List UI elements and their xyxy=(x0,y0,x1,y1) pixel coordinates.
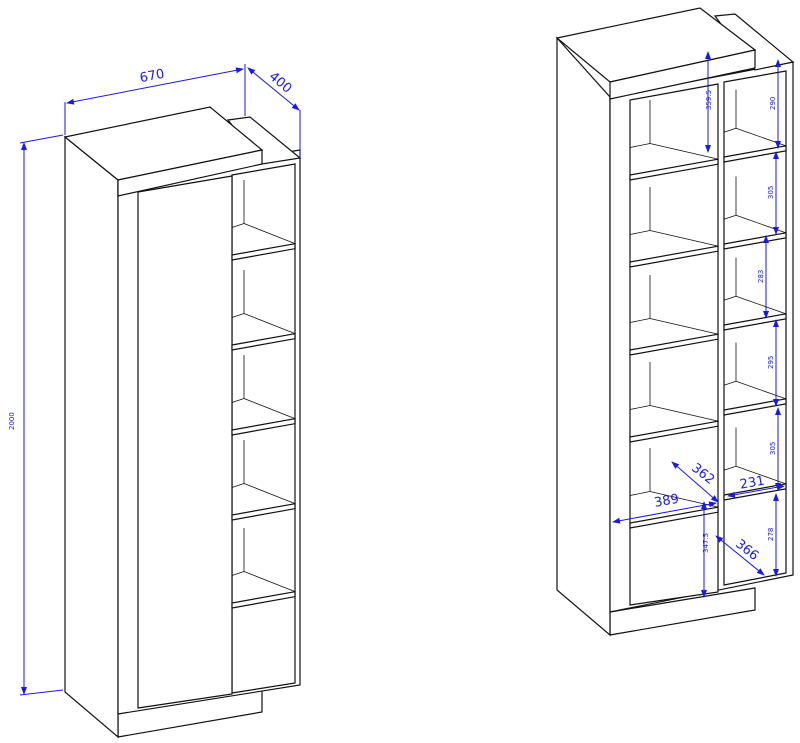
left-cabinet-shelves xyxy=(231,180,296,609)
shelf-back-edge xyxy=(231,313,245,318)
shelf xyxy=(723,145,787,163)
right-cabinet-side xyxy=(556,36,611,637)
shelf xyxy=(629,158,719,181)
shelf-side-edge xyxy=(649,230,719,247)
right-column-height-label: 305 xyxy=(769,442,777,455)
shelf xyxy=(629,420,719,443)
right-cabinet xyxy=(555,7,795,637)
left-cabinet-door xyxy=(137,175,233,709)
shelf xyxy=(231,590,296,609)
depth-dimension-line xyxy=(247,67,300,111)
shelf-back-edge xyxy=(723,465,737,471)
shelf xyxy=(231,417,296,436)
shelf-back-edge xyxy=(723,295,737,301)
width-dimension-line xyxy=(66,67,244,105)
right-column-height-label: 283 xyxy=(757,270,765,283)
shelf xyxy=(231,502,296,521)
shelf-side-edge xyxy=(243,571,296,593)
shelf-back-edge xyxy=(231,223,245,228)
right-shelf-width-label: 231 xyxy=(739,474,766,493)
shelf-side-edge xyxy=(649,405,719,422)
shelf xyxy=(231,332,296,351)
right-column-height-label: 278 xyxy=(767,528,775,541)
height-label: 2000 xyxy=(8,412,16,430)
shelf-back-edge xyxy=(231,398,245,403)
shelf-back-edge xyxy=(231,483,245,488)
shelf-back-edge xyxy=(723,380,737,386)
shelf-back-edge xyxy=(629,143,651,148)
left-cabinet-top-front xyxy=(117,149,263,197)
shelf-back-edge xyxy=(629,491,651,496)
shelf xyxy=(629,333,719,356)
shelf-back-edge xyxy=(723,127,737,133)
shelf-back-edge xyxy=(629,230,651,235)
shelf-side-edge xyxy=(243,223,296,245)
shelf-back-edge xyxy=(629,318,651,323)
right-cabinet-right-opening xyxy=(723,70,787,586)
right-column-height-label: 290 xyxy=(769,97,777,110)
width-label: 670 xyxy=(139,67,166,86)
left-cabinet-side xyxy=(64,135,119,739)
left-cabinet xyxy=(63,106,302,739)
shelf xyxy=(629,245,719,268)
right-column-height-dimensions: 290 305 283 295 305 278 xyxy=(757,59,781,577)
shelf-side-edge xyxy=(243,483,296,505)
right-column-height-label: 295 xyxy=(767,356,775,369)
shelf xyxy=(723,398,787,416)
shelf-back-edge xyxy=(629,405,651,410)
left-bottom-height-label: 347.5 xyxy=(702,533,710,553)
right-column-height-label: 305 xyxy=(767,186,775,199)
shelf-side-edge xyxy=(243,398,296,420)
shelf-side-edge xyxy=(243,313,296,335)
shelf-side-edge xyxy=(649,318,719,335)
shelf-side-edge xyxy=(735,295,787,315)
shelf-side-edge xyxy=(649,143,719,160)
depth-label: 400 xyxy=(266,69,295,96)
shelf-back-edge xyxy=(723,214,737,220)
shelf-back-edge xyxy=(231,571,245,576)
shelf xyxy=(231,242,296,261)
left-top-height-label: 359.5 xyxy=(705,90,713,110)
